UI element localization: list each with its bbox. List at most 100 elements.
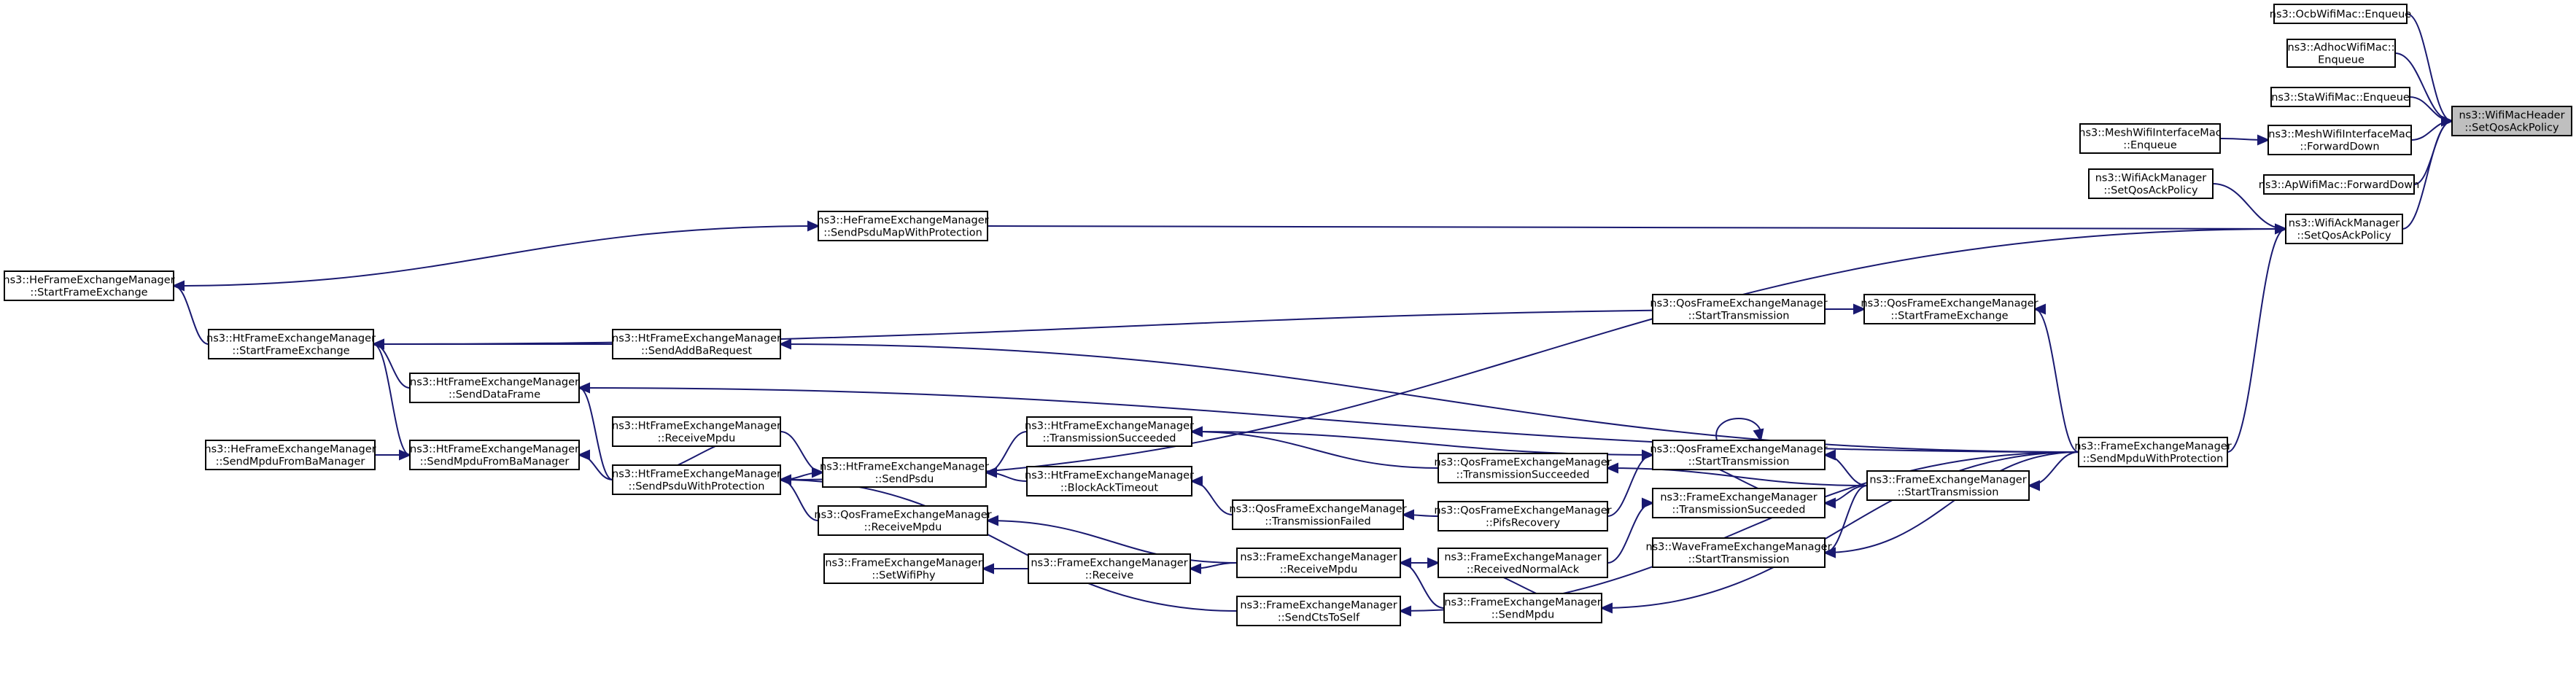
edge-line — [2034, 308, 2079, 453]
node-label-line: ns3::MeshWifiInterfaceMac — [2079, 128, 2221, 139]
edge-n25-to-n24 — [1605, 462, 1868, 486]
edge-line — [1607, 502, 1653, 564]
function-node[interactable]: ns3::MeshWifiInterfaceMac::ForwardDown — [2267, 125, 2412, 155]
edge-line — [1191, 431, 1653, 456]
node-label-line: ::SetQosAckPolicy — [2297, 230, 2391, 242]
edge-arrowhead — [1605, 462, 1618, 474]
function-node[interactable]: ns3::HeFrameExchangeManager::StartFrameE… — [3, 270, 175, 301]
node-label-line: ns3::FrameExchangeManager — [1869, 475, 2026, 486]
function-node[interactable]: ns3::StaWifiMac::Enqueue — [2270, 87, 2410, 107]
function-node[interactable]: ns3::FrameExchangeManager::ReceivedNorma… — [1438, 548, 1608, 578]
function-node[interactable]: ns3::FrameExchangeManager::Receive — [1028, 553, 1191, 584]
edge-arrowhead — [2033, 303, 2046, 315]
function-node[interactable]: ns3::HtFrameExchangeManager::StartFrameE… — [206, 329, 376, 359]
edge-arrowhead — [1401, 509, 1414, 521]
edge-line — [987, 520, 1238, 564]
function-node[interactable]: ns3::HtFrameExchangeManager::SendPsdu — [820, 457, 989, 488]
function-node[interactable]: ns3::FrameExchangeManager::TransmissionS… — [1652, 488, 1826, 518]
edge-arrowhead — [985, 515, 998, 526]
function-node[interactable]: ns3::HtFrameExchangeManager::ReceiveMpdu — [612, 416, 781, 447]
function-node[interactable]: ns3::FrameExchangeManager::SendMpdu — [1443, 593, 1602, 623]
node-label-line: ::StartTransmission — [1688, 311, 1790, 322]
node-box — [2451, 106, 2572, 136]
edge-arrowhead — [577, 449, 590, 461]
node-box — [2078, 437, 2228, 467]
node-box — [1438, 501, 1608, 531]
function-node[interactable]: ns3::HtFrameExchangeManager::Transmissio… — [1025, 416, 1194, 447]
node-label-line: ::StartTransmission — [1688, 456, 1790, 468]
node-box — [2088, 168, 2214, 199]
edge-arrowhead — [1823, 497, 1836, 509]
edge-line — [373, 308, 1865, 345]
node-label-line: ::SendMpdu — [1491, 610, 1554, 621]
function-node[interactable]: ns3::HtFrameExchangeManager::SendAddBaRe… — [612, 329, 781, 359]
function-node[interactable]: ns3::HtFrameExchangeManager::SendDataFra… — [409, 373, 580, 403]
node-label-line: ns3::HtFrameExchangeManager — [410, 377, 579, 389]
function-node[interactable]: ns3::QosFrameExchangeManager::StartTrans… — [1650, 440, 1828, 470]
function-node[interactable]: ns3::WifiAckManager::SetQosAckPolicy — [2088, 168, 2214, 199]
function-node[interactable]: ns3::FrameExchangeManager::SetWifiPhy — [823, 553, 984, 584]
function-node[interactable]: ns3::FrameExchangeManager::StartTransmis… — [1866, 470, 2030, 501]
root-function-node[interactable]: ns3::WifiMacHeader::SetQosAckPolicy — [2451, 106, 2572, 136]
edge-arrowhead — [1398, 605, 1411, 617]
function-node[interactable]: ns3::MeshWifiInterfaceMac::Enqueue — [2079, 123, 2222, 154]
node-label-line: ::SetWifiPhy — [872, 570, 936, 582]
node-box — [1443, 593, 1602, 623]
function-node[interactable]: ns3::HeFrameExchangeManager::SendPsduMap… — [817, 211, 989, 241]
node-label-line: ns3::HtFrameExchangeManager — [1025, 421, 1194, 432]
edge-arrowhead — [1642, 497, 1655, 509]
function-node[interactable]: ns3::WifiAckManager::SetQosAckPolicy — [2285, 214, 2403, 244]
function-node[interactable]: ns3::QosFrameExchangeManager::StartTrans… — [1650, 294, 1828, 324]
function-node[interactable]: ns3::ApWifiMac::ForwardDown — [2259, 174, 2420, 195]
edge-line — [373, 343, 411, 456]
edge-line — [780, 343, 2079, 453]
function-node[interactable]: ns3::HtFrameExchangeManager::SendMpduFro… — [409, 440, 580, 470]
node-label-line: ::ReceiveMpdu — [1280, 564, 1358, 576]
function-node[interactable]: ns3::FrameExchangeManager::ReceiveMpdu — [1236, 548, 1401, 578]
node-label-line: ::Receive — [1085, 570, 1134, 582]
function-node[interactable]: ns3::QosFrameExchangeManager::Transmissi… — [1229, 499, 1407, 530]
node-label-line: ::TransmissionSucceeded — [1043, 433, 1176, 445]
edge-line — [780, 479, 819, 521]
function-node[interactable]: ns3::QosFrameExchangeManager::ReceiveMpd… — [814, 505, 992, 536]
edge-line — [780, 479, 1238, 612]
edge-line — [1191, 480, 1233, 515]
node-label-line: ns3::QosFrameExchangeManager — [1650, 444, 1827, 456]
edge-arrowhead — [1823, 547, 1836, 558]
node-box — [1232, 499, 1404, 530]
node-box — [205, 440, 376, 470]
function-node[interactable]: ns3::WaveFrameExchangeManager::StartTran… — [1645, 537, 1832, 568]
function-node[interactable]: ns3::FrameExchangeManager::SendMpduWithP… — [2074, 437, 2232, 467]
function-node[interactable]: ns3::OcbWifiMac::Enqueue — [2270, 4, 2412, 24]
edge-n12-to-n11 — [371, 308, 1865, 350]
node-box — [1863, 294, 2036, 324]
edge-arrowhead — [1427, 557, 1440, 569]
function-node[interactable]: ns3::HtFrameExchangeManager::SendPsduWit… — [612, 464, 781, 495]
node-label-line: ns3::FrameExchangeManager — [1031, 558, 1187, 569]
node-box — [1866, 470, 2030, 501]
function-node[interactable]: ns3::AdhocWifiMac::Enqueue — [2286, 39, 2396, 68]
function-node[interactable]: ns3::HeFrameExchangeManager::SendMpduFro… — [204, 440, 376, 470]
edge-n11-to-n10 — [171, 280, 209, 345]
node-label-line: ns3::QosFrameExchangeManager — [814, 510, 991, 521]
node-label-line: ns3::HeFrameExchangeManager — [204, 444, 376, 456]
edge-line — [1824, 454, 1868, 486]
node-box — [1438, 548, 1608, 578]
function-node[interactable]: ns3::HtFrameExchangeManager::BlockAckTim… — [1025, 466, 1194, 497]
edge-line — [985, 431, 1028, 473]
node-label-line: ns3::StaWifiMac::Enqueue — [2271, 92, 2410, 104]
node-label-line: ns3::QosFrameExchangeManager — [1434, 457, 1611, 469]
function-node[interactable]: ns3::QosFrameExchangeManager::StartFrame… — [1861, 294, 2038, 324]
function-node[interactable]: ns3::FrameExchangeManager::SendCtsToSelf — [1236, 596, 1401, 626]
function-node[interactable]: ns3::QosFrameExchangeManager::PifsRecove… — [1434, 501, 1612, 531]
node-box — [818, 211, 988, 241]
edge-line — [578, 387, 2079, 453]
function-node[interactable]: ns3::QosFrameExchangeManager::Transmissi… — [1434, 453, 1612, 483]
node-box — [409, 373, 580, 403]
node-label-line: ns3::HtFrameExchangeManager — [206, 333, 376, 345]
edge-n14-to-n11 — [371, 338, 613, 350]
edge-arrowhead — [984, 467, 997, 478]
node-label-line: ns3::FrameExchangeManager — [2074, 441, 2231, 453]
node-label-line: ns3::QosFrameExchangeManager — [1434, 505, 1611, 517]
